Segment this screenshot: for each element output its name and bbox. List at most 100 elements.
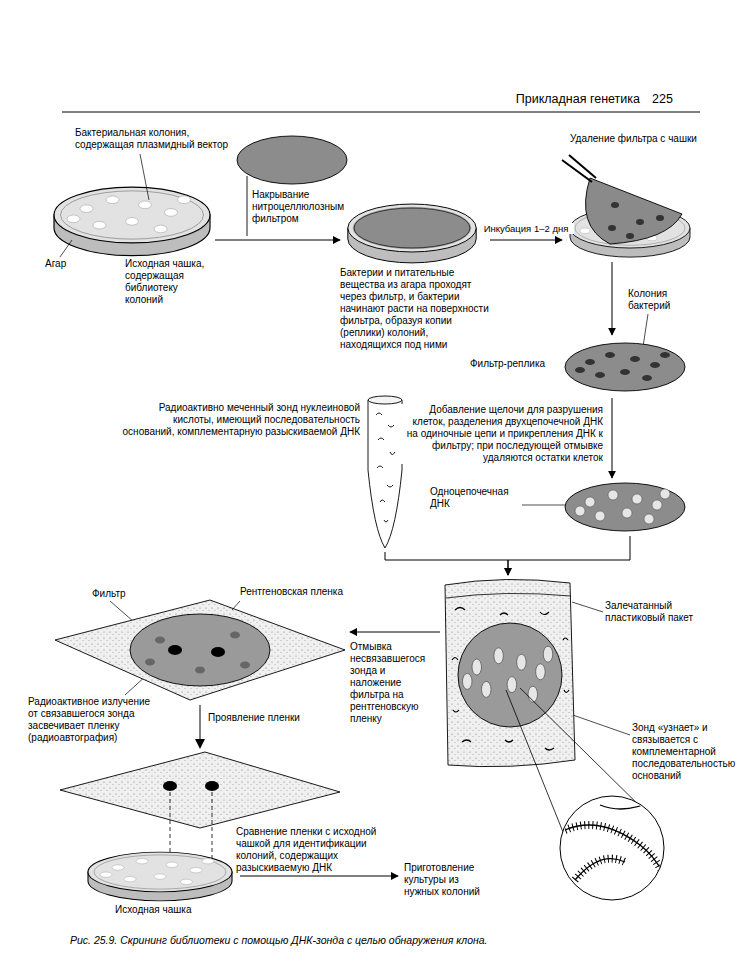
step-caption: Радиоактивно меченный зонд нуклеиновой к…	[120, 402, 360, 438]
replica-filter	[575, 352, 670, 381]
annotation-label: 225	[652, 92, 697, 107]
developed-film	[205, 781, 219, 791]
step-box: Рентгеновская пленка	[55, 586, 350, 702]
library-dish	[54, 187, 210, 256]
step-caption: Фильтр-реплика	[470, 358, 562, 370]
comparison-line	[170, 792, 171, 862]
x-ray-film	[240, 662, 250, 669]
developed-film	[60, 752, 340, 828]
single-strand-filter	[565, 483, 685, 531]
single-strand-filter	[565, 483, 685, 531]
original-dish	[88, 852, 232, 901]
magnified-hybridization	[565, 825, 670, 890]
step-box: Удаление фильтра с чашки	[562, 133, 705, 262]
annotation-label: Фильтр	[92, 588, 142, 600]
magnified-hybridization	[565, 800, 670, 890]
original-dish	[88, 852, 232, 901]
develop-arrow	[195, 739, 205, 749]
step-caption: Одноцепочечная ДНК	[430, 486, 525, 510]
step-box: Приготовление культуры из нужных колоний	[398, 862, 498, 900]
step-box: Исходная чашка, содержащая библиотеку ко…	[50, 180, 215, 308]
annotation-label: Радиоактивное излучение от связавшегося …	[28, 696, 153, 744]
step-caption: Залечатанный пластиковый пакет	[605, 600, 695, 624]
magnified-hybridization	[565, 825, 670, 890]
single-strand-filter	[575, 489, 670, 524]
annotation-label: Прикладная генетика	[470, 92, 640, 107]
annotation-label: Сравнение пленки с исходной чашкой для и…	[236, 826, 401, 874]
header-rule	[62, 112, 700, 113]
x-ray-film	[155, 637, 165, 644]
leader-line	[140, 154, 149, 200]
step-caption: Исходная чашка	[115, 904, 225, 916]
step-box: Бактерии и питательные вещества из агара…	[340, 195, 490, 353]
sealed-bag	[458, 623, 562, 727]
step-caption: Рентгеновская пленка	[240, 586, 350, 598]
develop-arrow	[195, 705, 205, 749]
magnified-hybridization	[600, 800, 655, 809]
header-rule	[62, 112, 700, 113]
step-caption: Исходная чашка, содержащая библиотеку ко…	[125, 258, 217, 306]
magnified-hybridization	[506, 688, 670, 900]
probe-tube	[368, 396, 402, 404]
dish-filter-removal	[586, 178, 683, 244]
step-box: Фильтр-реплика	[470, 335, 690, 398]
nitrocellulose-filter	[237, 136, 347, 236]
edge-label: Добавление щелочи для разрушения клеток,…	[400, 404, 603, 464]
replica-filter	[565, 343, 685, 391]
covered-dish	[348, 204, 476, 263]
sealed-bag	[445, 579, 575, 766]
step-box: Радиоактивно меченный зонд нуклеиновой к…	[120, 398, 405, 552]
sealed-bag	[445, 579, 575, 766]
annotation-label: Проявление пленки	[208, 712, 318, 724]
dish-filter-removal	[562, 155, 690, 257]
develop-arrow	[200, 705, 201, 741]
annotation-label: Зонд «узнает» и связывается с комплемент…	[632, 722, 744, 782]
magnified-hybridization	[575, 859, 625, 880]
x-ray-film	[211, 647, 225, 657]
x-ray-film	[55, 600, 345, 700]
figure-caption: Рис. 25.9. Скрининг библиотеки с помощью…	[70, 934, 710, 947]
leader-line	[60, 240, 72, 257]
dish-filter-removal	[636, 219, 644, 225]
step-caption: Удаление фильтра с чашки	[570, 133, 705, 145]
dish-filter-removal	[608, 225, 616, 231]
x-ray-film	[168, 645, 182, 655]
annotation-label: Колония бактерий	[628, 288, 700, 312]
flow-arrow	[240, 876, 398, 877]
step-caption: Приготовление культуры из нужных колоний	[404, 862, 496, 898]
flow-arrow	[490, 240, 562, 241]
step-box: Одноцепочечная ДНК	[420, 478, 690, 536]
step-box: Исходная чашка	[85, 848, 240, 918]
leader-line	[572, 602, 603, 612]
developed-film	[60, 752, 340, 828]
replica-filter	[565, 343, 685, 391]
sealed-bag	[452, 608, 569, 751]
edge-label: Инкубация 1–2 дня	[478, 223, 574, 234]
comparison-line	[212, 792, 213, 867]
flow-arrow	[215, 240, 340, 241]
annotation-label: Бактериальная колония, содержащая плазми…	[75, 127, 240, 151]
library-dish	[67, 196, 191, 233]
probe-tube	[368, 396, 402, 548]
flow-arrow	[508, 536, 630, 575]
x-ray-film	[55, 600, 345, 700]
developed-film	[163, 781, 177, 791]
original-dish	[100, 859, 214, 885]
step-caption: Бактерии и питательные вещества из агара…	[340, 267, 490, 351]
dish-filter-removal	[569, 155, 596, 178]
x-ray-film	[195, 667, 205, 674]
x-ray-film	[230, 632, 240, 639]
covered-dish	[354, 208, 470, 248]
flow-arrow	[612, 398, 613, 478]
edge-label: Накрывание нитроцеллюлозным фильтром	[252, 189, 344, 225]
probe-tube	[376, 413, 395, 522]
dish-filter-removal	[611, 202, 619, 208]
nitrocellulose-filter	[237, 136, 347, 184]
x-ray-film	[130, 614, 270, 686]
dish-filter-removal	[626, 233, 634, 239]
flow-arrow	[350, 632, 440, 633]
x-ray-film	[145, 659, 155, 666]
dish-filter-removal	[656, 215, 664, 221]
magnified-hybridization	[506, 690, 563, 832]
covered-dish	[348, 204, 476, 263]
